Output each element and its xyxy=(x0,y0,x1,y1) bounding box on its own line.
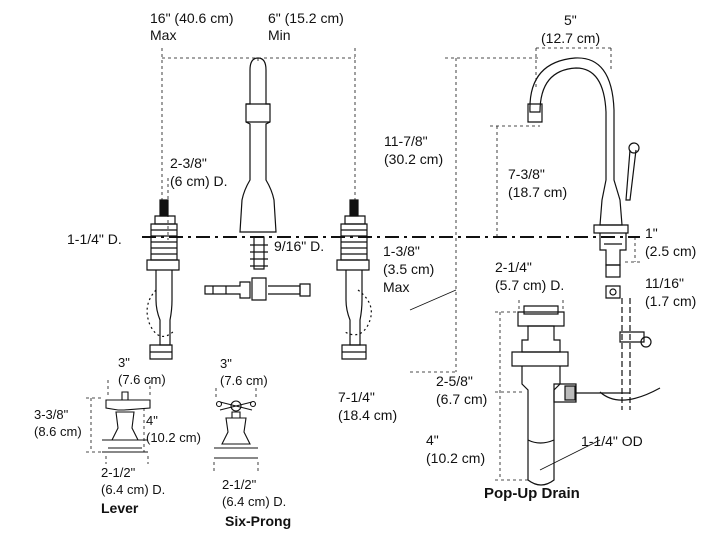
drain-diameter-cm: (5.7 cm) D. xyxy=(495,277,565,293)
tailpiece-od: 1-1/4" OD xyxy=(581,433,643,449)
valve-hole-cm: (6 cm) D. xyxy=(170,173,228,189)
span-min-label: 6" (15.2 cm) xyxy=(268,10,344,26)
drain-bottom-in: 4" xyxy=(426,432,439,448)
lever-width-cm: (7.6 cm) xyxy=(118,372,166,387)
lever-base-in: 2-1/2" xyxy=(101,465,136,480)
deck-max-cm: (3.5 cm) xyxy=(383,261,435,277)
six-prong-width-cm: (7.6 cm) xyxy=(220,373,268,388)
lever-caption: Lever xyxy=(101,500,139,516)
drain-top-cm: (6.7 cm) xyxy=(436,391,488,407)
drain-caption: Pop-Up Drain xyxy=(484,485,580,502)
six-prong-handle-drawing xyxy=(214,401,258,458)
drain-top-in: 2-5/8" xyxy=(436,373,473,389)
lever-dimension-lines xyxy=(86,380,150,464)
gooseneck-spout xyxy=(528,58,639,298)
lift-rod xyxy=(600,298,660,410)
lever-height-cm: (8.6 cm) xyxy=(34,424,82,439)
left-valve xyxy=(147,200,179,359)
right-valve xyxy=(337,200,371,359)
drain-diameter-in: 2-1/4" xyxy=(495,259,532,275)
span-dimension-lines xyxy=(162,48,640,372)
spout-reach-cm: (12.7 cm) xyxy=(541,30,601,46)
center-spout xyxy=(240,58,276,269)
spout-height-in: 7-3/8" xyxy=(508,166,545,182)
drain-bottom-cm: (10.2 cm) xyxy=(426,450,486,466)
deck-max-in: 1-3/8" xyxy=(383,243,420,259)
overall-height-cm: (30.2 cm) xyxy=(384,151,444,167)
six-prong-base-in: 2-1/2" xyxy=(222,477,257,492)
six-prong-base-cm: (6.4 cm) D. xyxy=(222,494,287,509)
six-prong-dimension-lines xyxy=(214,388,258,472)
shank-diameter: 1-1/4" D. xyxy=(67,231,122,247)
lever-depth-in: 4" xyxy=(146,413,158,428)
below-deck-cm: (18.4 cm) xyxy=(338,407,398,423)
valve-hole-in: 2-3/8" xyxy=(170,155,207,171)
spout-height-cm: (18.7 cm) xyxy=(508,184,568,200)
spout-reach-in: 5" xyxy=(564,12,577,28)
lever-base-cm: (6.4 cm) D. xyxy=(101,482,166,497)
span-max-note: Max xyxy=(150,27,177,43)
center-hole: 9/16" D. xyxy=(274,238,325,254)
pivot-cm: (1.7 cm) xyxy=(645,293,697,309)
lever-width-in: 3" xyxy=(118,355,130,370)
overall-height-in: 11-7/8" xyxy=(384,133,428,149)
pop-up-drain-drawing xyxy=(512,306,630,485)
lever-depth-cm: (10.2 cm) xyxy=(146,430,201,445)
deck-max-note: Max xyxy=(383,279,410,295)
span-min-note: Min xyxy=(268,27,291,43)
deck-thick-cm: (2.5 cm) xyxy=(645,243,697,259)
six-prong-width-in: 3" xyxy=(220,356,232,371)
pivot-in: 11/16" xyxy=(645,275,684,291)
six-prong-caption: Six-Prong xyxy=(225,513,292,529)
lever-height-in: 3-3/8" xyxy=(34,407,69,422)
deck-thick-in: 1" xyxy=(645,225,658,241)
lever-handle-drawing xyxy=(102,392,150,452)
span-max-label: 16" (40.6 cm) xyxy=(150,10,234,26)
drain-dimension-lines xyxy=(410,290,600,480)
tee-connector xyxy=(205,278,310,300)
below-deck-in: 7-1/4" xyxy=(338,389,375,405)
